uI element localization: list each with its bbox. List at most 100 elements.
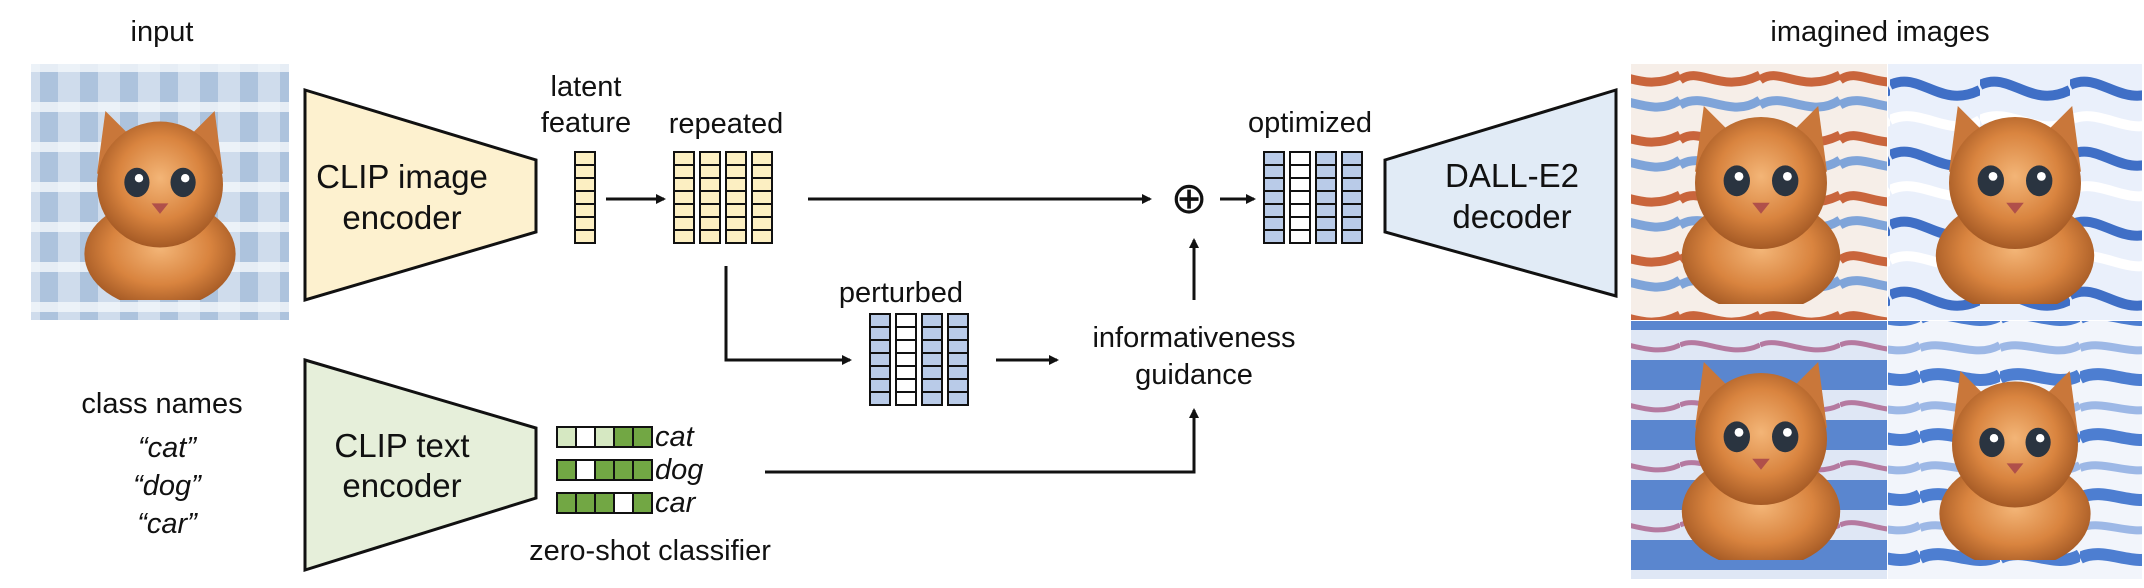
feature-cell — [574, 229, 596, 244]
feature-cell — [673, 164, 695, 179]
feature-cell — [869, 391, 891, 406]
feature-cell — [1263, 229, 1285, 244]
feature-cell — [921, 365, 943, 380]
feature-cell — [921, 326, 943, 341]
feature-cell — [725, 151, 747, 166]
feature-cell — [1315, 203, 1337, 218]
zero-shot-classifier-matrix — [556, 426, 653, 514]
perturbed-label: perturbed — [839, 277, 963, 309]
feature-cell — [574, 164, 596, 179]
feature-cell — [699, 164, 721, 179]
plus-operator: ⊕ — [1171, 174, 1208, 223]
classifier-cell — [613, 492, 634, 514]
feature-cell — [1289, 177, 1311, 192]
feature-cell — [869, 352, 891, 367]
dalle2-decoder — [1383, 87, 1618, 298]
arrow-classifier-to-guidance — [765, 408, 1199, 474]
feature-cell — [869, 365, 891, 380]
imagined-image-4 — [1888, 321, 2142, 579]
feature-cell — [751, 216, 773, 231]
feature-cell — [751, 229, 773, 244]
feature-cell — [1315, 229, 1337, 244]
feature-cell — [574, 203, 596, 218]
optimized-label: optimized — [1248, 107, 1372, 139]
feature-cell — [869, 339, 891, 354]
feature-cell — [1289, 190, 1311, 205]
feature-cell — [1341, 216, 1363, 231]
feature-cell — [751, 164, 773, 179]
feature-cell — [1341, 190, 1363, 205]
feature-cell — [1263, 203, 1285, 218]
feature-cell — [895, 391, 917, 406]
feature-cell — [673, 190, 695, 205]
classifier-cell — [632, 426, 653, 448]
imagined-image-1 — [1631, 64, 1887, 320]
feature-cell — [869, 378, 891, 393]
feature-cell — [725, 229, 747, 244]
classifier-cell — [575, 426, 596, 448]
feature-cell — [947, 326, 969, 341]
feature-cell — [725, 164, 747, 179]
clip-image-encoder — [303, 87, 538, 303]
feature-cell — [1289, 216, 1311, 231]
classifier-cell — [594, 426, 615, 448]
feature-cell — [1289, 229, 1311, 244]
classifier-row-cat: cat — [655, 421, 696, 453]
feature-cell — [699, 203, 721, 218]
classifier-cell — [613, 459, 634, 481]
class-name-dog: “dog” — [133, 470, 202, 502]
classifier-row-car: car — [655, 487, 697, 519]
guidance-label-line2: guidance — [1135, 359, 1253, 391]
feature-cell — [947, 313, 969, 328]
feature-cell — [1263, 216, 1285, 231]
feature-cell — [895, 352, 917, 367]
clip-text-encoder — [303, 357, 538, 573]
feature-cell — [725, 177, 747, 192]
feature-cell — [1289, 203, 1311, 218]
arrow-repeated-to-perturbed — [724, 266, 852, 365]
feature-cell — [947, 378, 969, 393]
feature-cell — [574, 216, 596, 231]
repeated-label: repeated — [669, 108, 784, 140]
feature-cell — [1315, 151, 1337, 166]
feature-cell — [921, 391, 943, 406]
feature-cell — [574, 151, 596, 166]
feature-cell — [921, 378, 943, 393]
feature-cell — [947, 391, 969, 406]
perturbed-feature-grid — [869, 313, 969, 406]
feature-cell — [699, 229, 721, 244]
feature-cell — [1315, 190, 1337, 205]
feature-cell — [895, 339, 917, 354]
feature-cell — [1341, 177, 1363, 192]
feature-cell — [699, 151, 721, 166]
feature-cell — [947, 352, 969, 367]
image-encoder-label-line1: CLIP image — [316, 158, 488, 195]
feature-cell — [1263, 190, 1285, 205]
class-names-title: class names — [81, 388, 242, 420]
feature-cell — [921, 313, 943, 328]
imagined-image-3 — [1631, 321, 1887, 579]
classifier-cell — [556, 459, 577, 481]
classifier-cell — [632, 459, 653, 481]
text-encoder-label-line1: CLIP text — [334, 427, 469, 464]
feature-cell — [725, 190, 747, 205]
feature-cell — [574, 177, 596, 192]
feature-cell — [895, 326, 917, 341]
feature-cell — [751, 203, 773, 218]
classifier-caption: zero-shot classifier — [529, 535, 771, 567]
feature-cell — [895, 378, 917, 393]
input-cat-photo — [31, 64, 289, 320]
feature-cell — [895, 313, 917, 328]
feature-cell — [699, 216, 721, 231]
feature-cell — [725, 203, 747, 218]
feature-cell — [1315, 177, 1337, 192]
feature-cell — [699, 190, 721, 205]
imagined-images-label: imagined images — [1770, 16, 1989, 48]
feature-cell — [574, 190, 596, 205]
feature-cell — [921, 339, 943, 354]
feature-cell — [869, 326, 891, 341]
latent-feature-vector — [574, 151, 596, 244]
feature-cell — [673, 151, 695, 166]
classifier-cell — [556, 492, 577, 514]
text-encoder-label-line2: encoder — [342, 467, 461, 504]
